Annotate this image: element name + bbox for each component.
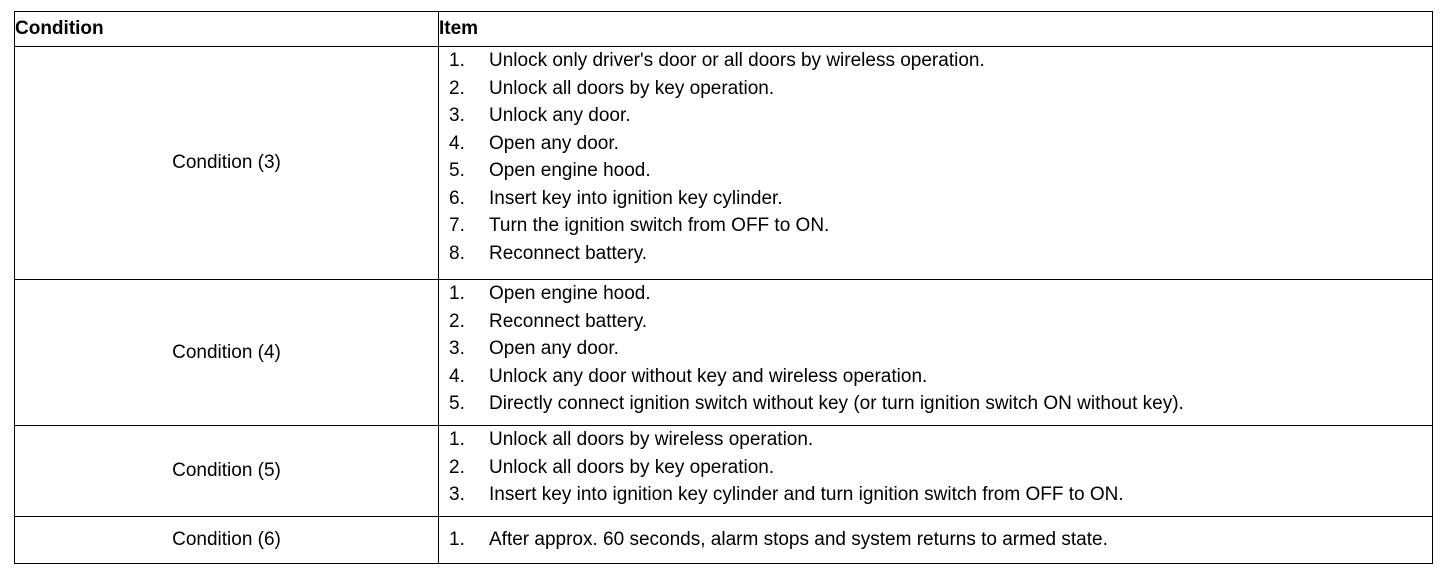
list-item: 1. After approx. 60 seconds, alarm stops … bbox=[439, 526, 1432, 554]
list-item: 1. Open engine hood. bbox=[439, 280, 1432, 308]
list-item: 5. Directly connect ignition switch witho… bbox=[439, 390, 1432, 418]
item-number: 3. bbox=[449, 338, 465, 359]
condition-cell: Condition (6) bbox=[14, 516, 439, 564]
item-number: 2. bbox=[449, 77, 465, 99]
item-number: 2. bbox=[449, 456, 465, 478]
condition-cell: Condition (4) bbox=[14, 279, 439, 426]
list-item: 4. Open any door. bbox=[439, 130, 1432, 158]
item-number: 1. bbox=[449, 283, 465, 304]
item-number: 1. bbox=[449, 429, 465, 450]
table-header-row: Condition Item bbox=[14, 11, 1433, 47]
list-item: 5. Open engine hood. bbox=[439, 157, 1432, 185]
item-number: 5. bbox=[449, 393, 465, 414]
item-number: 5. bbox=[449, 160, 465, 181]
list-item: 8. Reconnect battery. bbox=[439, 240, 1432, 268]
item-text: Unlock any door. bbox=[489, 105, 631, 126]
item-text: Reconnect battery. bbox=[489, 242, 648, 264]
item-number: 3. bbox=[449, 484, 465, 505]
item-number: 1. bbox=[449, 50, 465, 71]
list-item: 3. Open any door. bbox=[439, 335, 1432, 363]
items-cell: 1. After approx. 60 seconds, alarm stops … bbox=[438, 516, 1433, 564]
item-text: Open any door. bbox=[489, 132, 619, 154]
list-item: 6. Insert key into ignition key cylinder. bbox=[439, 185, 1432, 213]
condition-cell: Condition (3) bbox=[14, 46, 439, 280]
item-text: Unlock all doors by wireless operation. bbox=[489, 429, 814, 450]
item-number: 4. bbox=[449, 365, 465, 387]
item-number: 4. bbox=[449, 132, 465, 154]
item-text: Open any door. bbox=[489, 338, 619, 359]
item-text: Insert key into ignition key cylinder an… bbox=[489, 484, 1124, 505]
item-text: Reconnect battery. bbox=[489, 310, 648, 332]
item-text: After approx. 60 seconds, alarm stops an… bbox=[489, 529, 1108, 551]
item-number: 3. bbox=[449, 105, 465, 126]
list-item: 1. Unlock all doors by wireless operation… bbox=[439, 426, 1432, 454]
table-row: Condition (6) 1. After approx. 60 seconds… bbox=[14, 516, 1433, 564]
condition-cell: Condition (5) bbox=[14, 425, 439, 517]
item-text: Turn the ignition switch from OFF to ON. bbox=[489, 215, 830, 236]
item-text: Directly connect ignition switch without… bbox=[489, 393, 1184, 414]
header-condition: Condition bbox=[14, 11, 439, 47]
list-item: 1. Unlock only driver's door or all doors… bbox=[439, 47, 1432, 75]
item-number: 7. bbox=[449, 215, 465, 236]
items-cell: 1. Unlock only driver's door or all doors… bbox=[438, 46, 1433, 280]
list-item: 3. Insert key into ignition key cylinder … bbox=[439, 481, 1432, 509]
item-number: 2. bbox=[449, 310, 465, 332]
item-text: Open engine hood. bbox=[489, 160, 651, 181]
item-text: Insert key into ignition key cylinder. bbox=[489, 187, 783, 209]
table-row: Condition (3) 1. Unlock only driver's doo… bbox=[14, 46, 1433, 280]
list-item: 7. Turn the ignition switch from OFF to O… bbox=[439, 212, 1432, 240]
items-cell: 1. Open engine hood. 2. Reconnect battery.… bbox=[438, 279, 1433, 426]
item-number: 6. bbox=[449, 187, 465, 209]
table-row: Condition (4) 1. Open engine hood. 2. Reco… bbox=[14, 279, 1433, 426]
list-item: 4. Unlock any door without key and wirele… bbox=[439, 363, 1432, 391]
table-row: Condition (5) 1. Unlock all doors by wire… bbox=[14, 425, 1433, 517]
list-item: 2. Unlock all doors by key operation. bbox=[439, 75, 1432, 103]
list-item: 2. Unlock all doors by key operation. bbox=[439, 454, 1432, 482]
condition-item-table: Condition Item Condition (3) 1. Unlock on… bbox=[14, 11, 1433, 564]
item-number: 1. bbox=[449, 529, 465, 551]
list-item: 2. Reconnect battery. bbox=[439, 308, 1432, 336]
item-number: 8. bbox=[449, 242, 465, 264]
item-text: Unlock only driver's door or all doors b… bbox=[489, 50, 985, 71]
item-text: Unlock all doors by key operation. bbox=[489, 456, 775, 478]
items-cell: 1. Unlock all doors by wireless operation… bbox=[438, 425, 1433, 517]
item-text: Unlock any door without key and wireless… bbox=[489, 365, 928, 387]
list-item: 3. Unlock any door. bbox=[439, 102, 1432, 130]
item-text: Unlock all doors by key operation. bbox=[489, 77, 775, 99]
item-text: Open engine hood. bbox=[489, 283, 651, 304]
header-item: Item bbox=[438, 11, 1433, 47]
